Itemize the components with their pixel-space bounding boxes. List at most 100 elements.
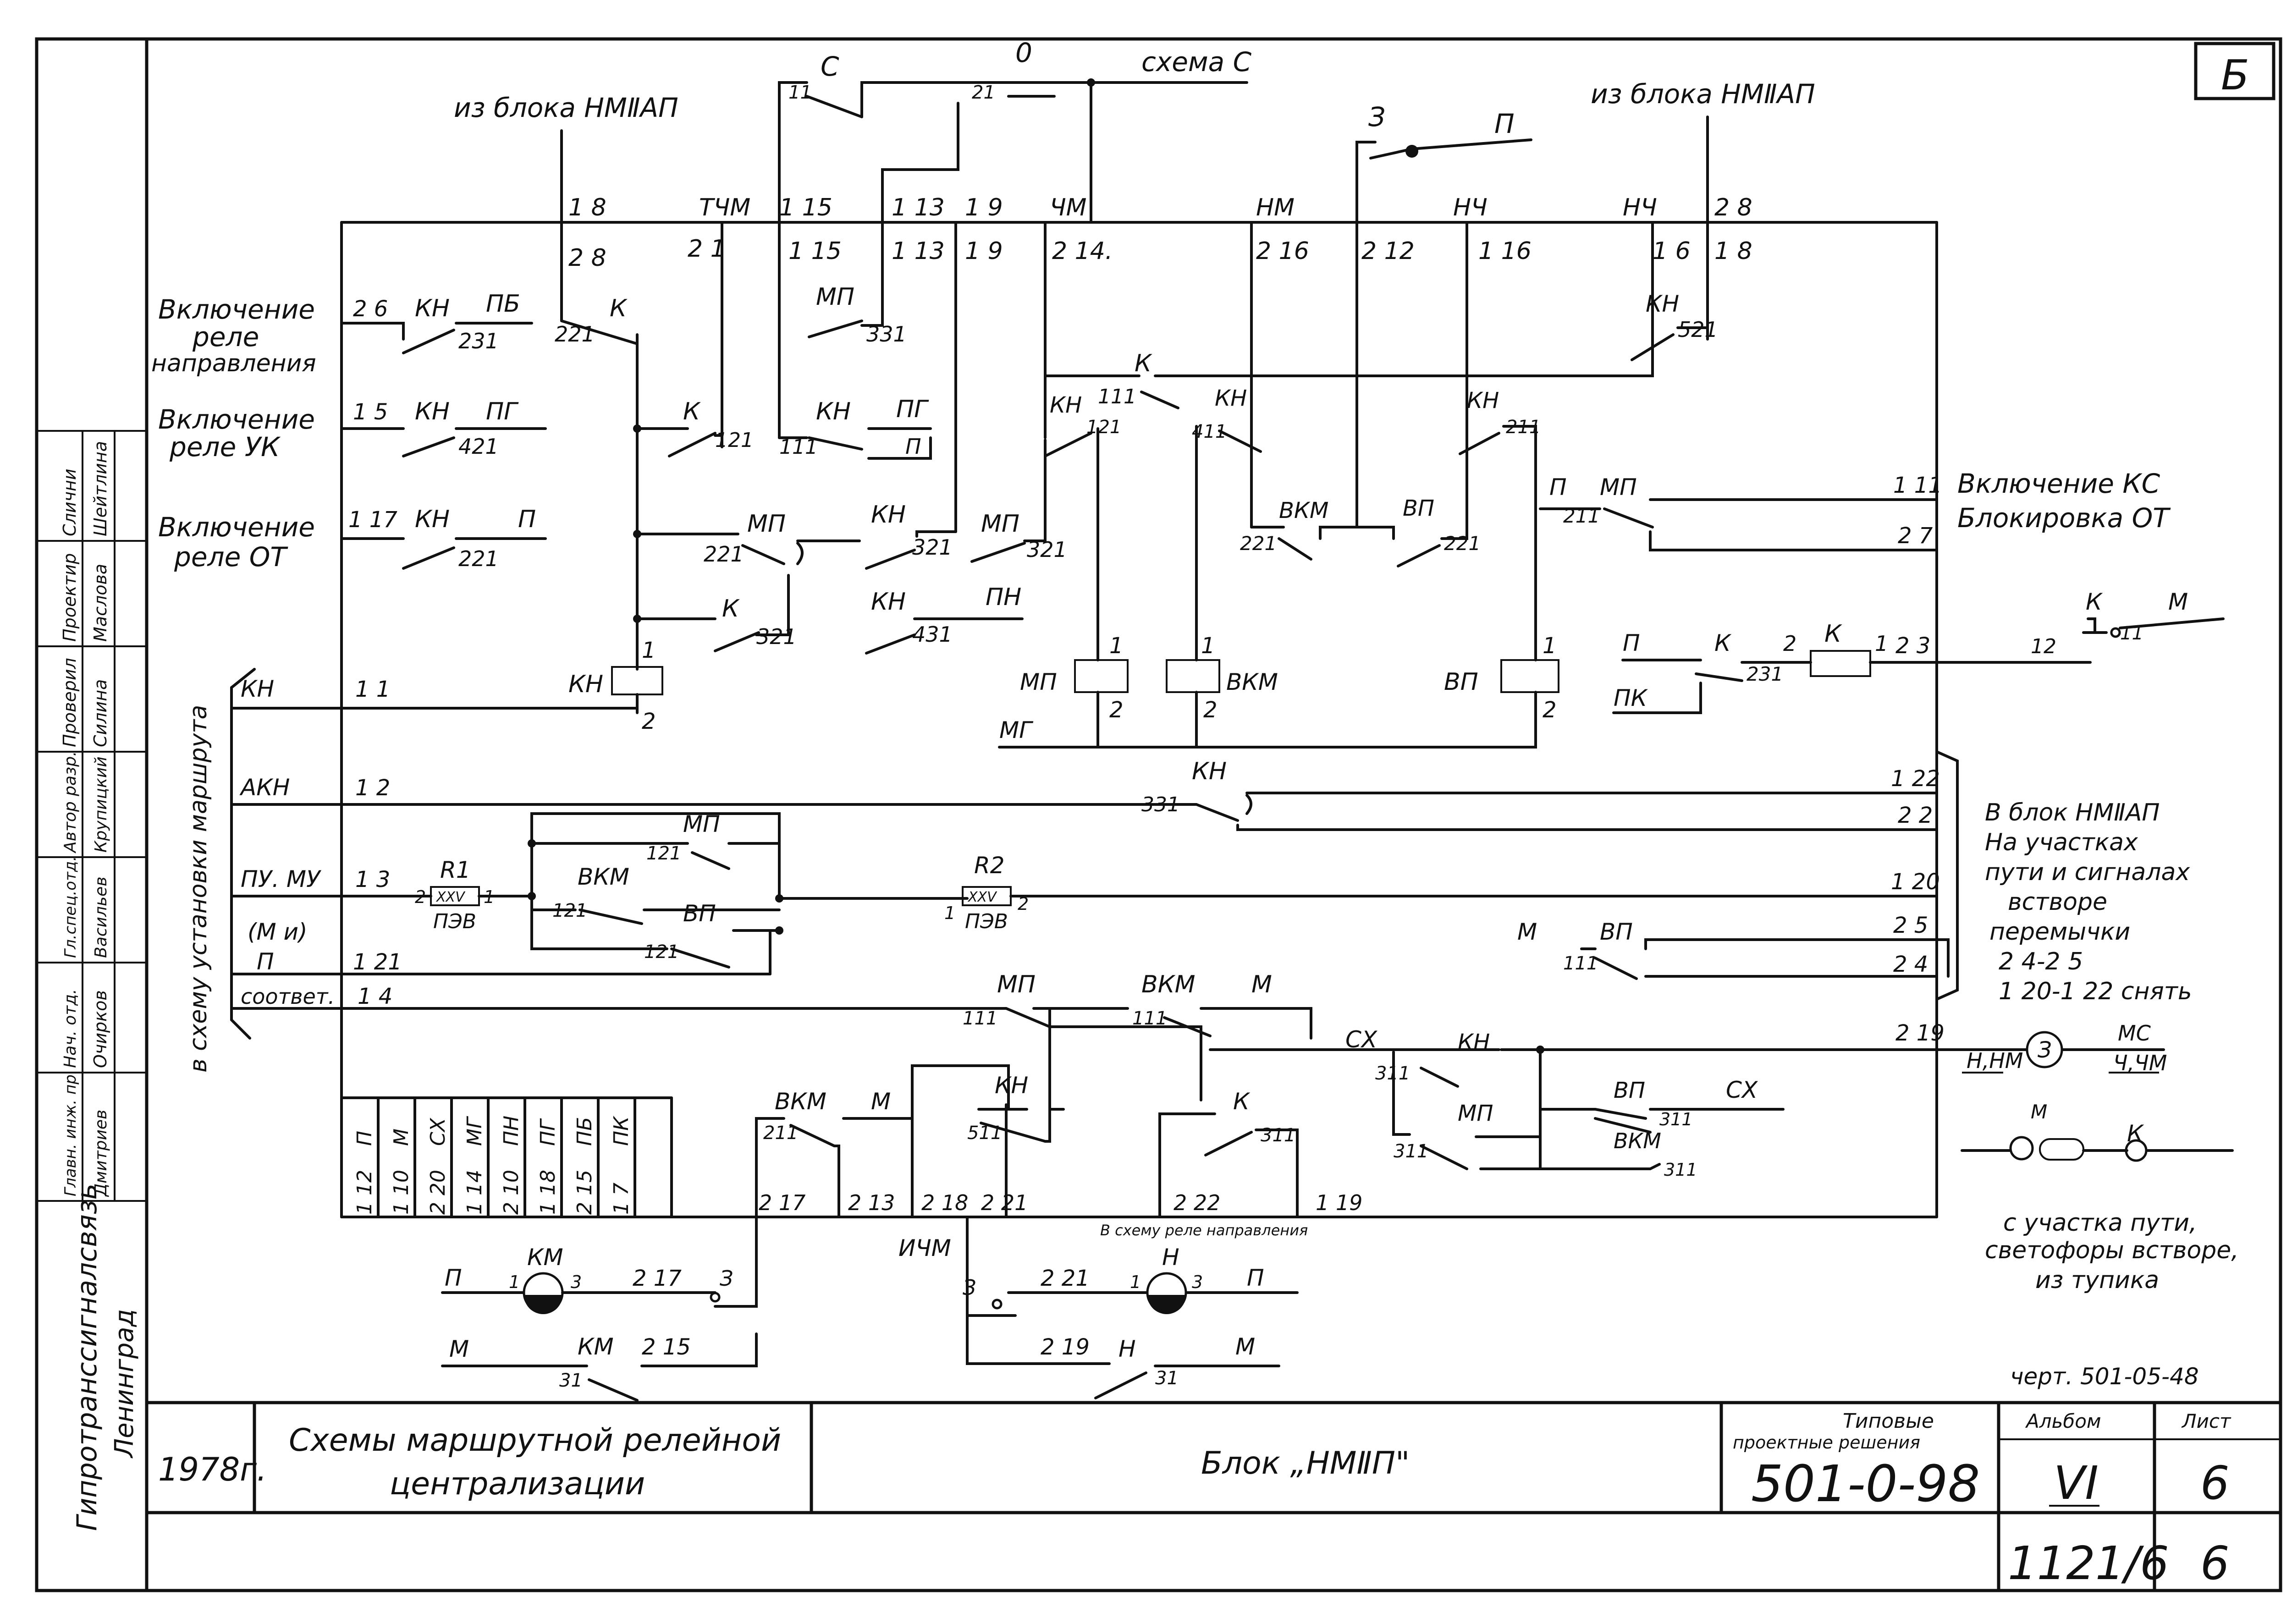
bus-label-lower: 1 16 [1478, 237, 1532, 265]
contact-name: К [1714, 630, 1732, 656]
contact-right-tag: ПГ [486, 398, 519, 425]
stamp-name: Васильев [92, 876, 110, 958]
contact-code: 111 [1132, 1008, 1167, 1029]
central-network: К 221 К 121 МП 331 КН ПГ П 111 МП 221 КН… [555, 221, 1654, 749]
bus-label-lower: 2 16 [1256, 237, 1309, 265]
relay-pin: 2 [1543, 697, 1557, 723]
contact-name: КН [415, 506, 450, 533]
terminal-num: 2 15 [573, 1170, 596, 1215]
contact-name: МП [1458, 1101, 1493, 1126]
contact-c: С [821, 51, 839, 82]
ichm-label: ИЧМ [898, 1235, 951, 1261]
contact-right-tag: ПБ [486, 290, 520, 318]
contact-name: МП [981, 510, 1019, 538]
relay-pin: 2 [1203, 697, 1218, 723]
contact-code: 31 [1155, 1368, 1179, 1389]
contact-left-num: 1 5 [353, 399, 388, 425]
button-pin: 1 [509, 1272, 520, 1292]
contact-name: КН [871, 501, 906, 528]
contact-right-tag: П [905, 434, 921, 459]
contact-code: 331 [1141, 793, 1180, 816]
relay-name: ВКМ [1226, 669, 1278, 695]
contact-left-num: 1 17 [348, 507, 397, 533]
bus-label-upper: 1 15 [779, 194, 832, 221]
relay-pin: 2 [642, 709, 656, 734]
stamp-role: Автор разр. [61, 751, 80, 853]
contact-right-tag: М [871, 1088, 891, 1115]
right-num: 2 2 [1898, 803, 1933, 828]
rail-name: ПУ. МУ [241, 866, 322, 892]
contact-name: КН [1215, 385, 1247, 411]
stamp-role: Слични [60, 468, 80, 536]
lamp-tag: МС [2118, 1021, 2151, 1046]
contact-code: 121 [644, 941, 679, 963]
bus-label-upper: ТЧМ [699, 194, 750, 221]
code-bottom: 1121/6 [2008, 1536, 2169, 1590]
contact-name: ВП [683, 900, 716, 927]
right-mid-circuits: КН 331 1 22 2 2 1 20 М ВП 111 2 5 2 4 В … [1141, 750, 2192, 1005]
sheet-frame: Б [35, 37, 2282, 1592]
contact-name: ВКМ [1614, 1129, 1661, 1153]
terminal-num: 1 7 [610, 1183, 633, 1215]
contact-code: 121 [715, 429, 754, 452]
contact-code: 111 [1098, 385, 1136, 408]
contact-left-tag: 2 19 [1041, 1334, 1090, 1360]
contact-name: МП [997, 971, 1036, 998]
main-bus: 1 8 ТЧМ 1 15 1 13 1 9 ЧМ НМ НЧ НЧ 2 8 2 … [340, 194, 1938, 1218]
relay-kn-coil [611, 666, 663, 695]
contact-left-tag: П [1549, 474, 1567, 501]
contact-code: 121 [646, 843, 681, 864]
contact-name: МП [1600, 474, 1637, 501]
contact-left-tag: ПК [1614, 685, 1648, 711]
resistor-spec: ПЭВ [965, 910, 1008, 933]
bottom-num: 2 17 [759, 1190, 805, 1215]
contact-name: МП [816, 283, 854, 311]
title-main: централизации [390, 1466, 645, 1502]
terminal-tag: ПК [610, 1116, 633, 1146]
contact-code: 431 [912, 622, 953, 647]
contact-left-tag: П [1623, 630, 1640, 656]
contact-name: ВП [1403, 495, 1434, 521]
button-out: П [1247, 1265, 1264, 1291]
note-right: перемычки [1989, 918, 2130, 946]
contact-code: 111 [779, 435, 818, 459]
relay-name: МП [1020, 669, 1057, 695]
bottom-num: 1 19 [1316, 1190, 1362, 1215]
stamp-role: Главн. инж. пр. [61, 1069, 80, 1196]
terminal-num: 2 10 [500, 1170, 523, 1215]
bus-label-upper: НМ [1256, 194, 1295, 221]
route-setup-label: в схему установки маршрута [185, 705, 212, 1073]
rail-num: 1 21 [353, 949, 402, 975]
contact-name: КН [1467, 388, 1499, 413]
button-name: Н [1162, 1244, 1179, 1271]
terminal-tag: М [390, 1129, 413, 1146]
contact-right-tag: 2 15 [642, 1334, 691, 1360]
contact-left-num: 2 6 [353, 296, 388, 322]
contact-name: К [2086, 589, 2103, 615]
terminal-tag: ПН [500, 1116, 523, 1146]
stamp-name: Силина [90, 679, 110, 747]
contact-name: КН [816, 398, 851, 425]
bottom-num: 2 22 [1174, 1190, 1220, 1215]
button-out: 2 17 [633, 1266, 682, 1291]
relay-vkm-coil [1166, 659, 1220, 693]
contact-right-tag: ПГ [896, 396, 929, 423]
note-right: В блок НМⅡАП [1985, 799, 2160, 826]
bus-label-lower: 1 6 [1653, 237, 1691, 265]
title-block: 1978г. Схемы маршрутной релейной централ… [147, 1401, 2281, 1591]
button-tag: З [720, 1266, 733, 1291]
contact-code: 311 [1659, 1109, 1693, 1129]
scheme-c: схема С [1141, 46, 1252, 77]
stamp-role: Проверил [60, 658, 80, 747]
lower-network: МП 111 ВКМ 111 М СХ КН 311 МП 311 ВП СХ … [963, 971, 2239, 1294]
contact-code: 221 [1444, 532, 1481, 555]
contact-name: МП [683, 811, 720, 837]
button-pin: 3 [1192, 1272, 1203, 1292]
relay-pin: 1 [1543, 633, 1557, 659]
contact-left-tag: М [449, 1336, 469, 1362]
stamp-organization: Гипротрансcигналсвязь [71, 1184, 103, 1531]
contact-code: 11 [788, 82, 812, 103]
contact-right-tag: ПН [986, 584, 1021, 611]
left-inclusion-circuits: Включение реле направления Включение рел… [151, 290, 547, 573]
terminal-tag: ПБ [573, 1117, 596, 1146]
